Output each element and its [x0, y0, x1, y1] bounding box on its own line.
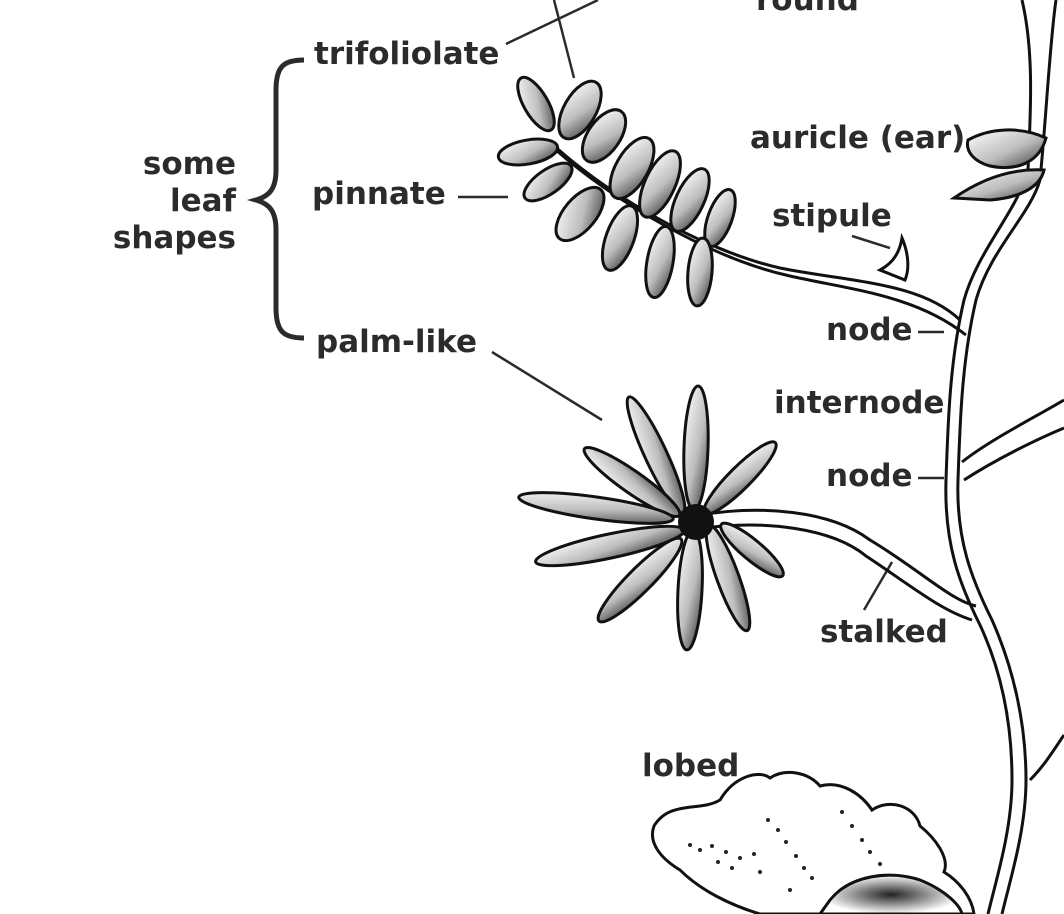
palm-petiole: [699, 508, 977, 622]
lobed-leaf: [651, 770, 976, 914]
lobed-leaf-stipple: [688, 810, 882, 892]
leaf-shapes-brace: [246, 57, 305, 341]
leader-round-a: [505, 0, 599, 46]
label-lobed: lobed: [642, 748, 740, 784]
label-internode: internode: [774, 385, 945, 421]
label-pinnate: pinnate: [312, 176, 446, 212]
label-trifoliolate: trifoliolate: [314, 36, 500, 72]
group-label-line-1: some: [142, 146, 236, 182]
label-node-lower: node: [826, 458, 913, 494]
label-node-upper: node: [826, 312, 913, 348]
stipule-shape: [876, 232, 910, 282]
pinnate-leaflets: [496, 75, 737, 308]
label-stipule: stipule: [772, 198, 892, 234]
group-label-line-2: leaf: [169, 183, 236, 219]
palm-like-center: [678, 504, 714, 540]
palm-like-leaflets: [517, 384, 785, 652]
label-stalked: stalked: [820, 614, 948, 650]
label-auricle: auricle (ear): [750, 120, 966, 156]
leader-stipule: [851, 234, 891, 250]
label-palm-like: palm-like: [316, 324, 477, 360]
auricle-leaf: [949, 128, 1048, 202]
leader-round-b: [552, 0, 576, 79]
label-round: round: [756, 0, 859, 18]
group-label-line-3: shapes: [112, 220, 236, 256]
leader-palm-like: [491, 350, 603, 422]
